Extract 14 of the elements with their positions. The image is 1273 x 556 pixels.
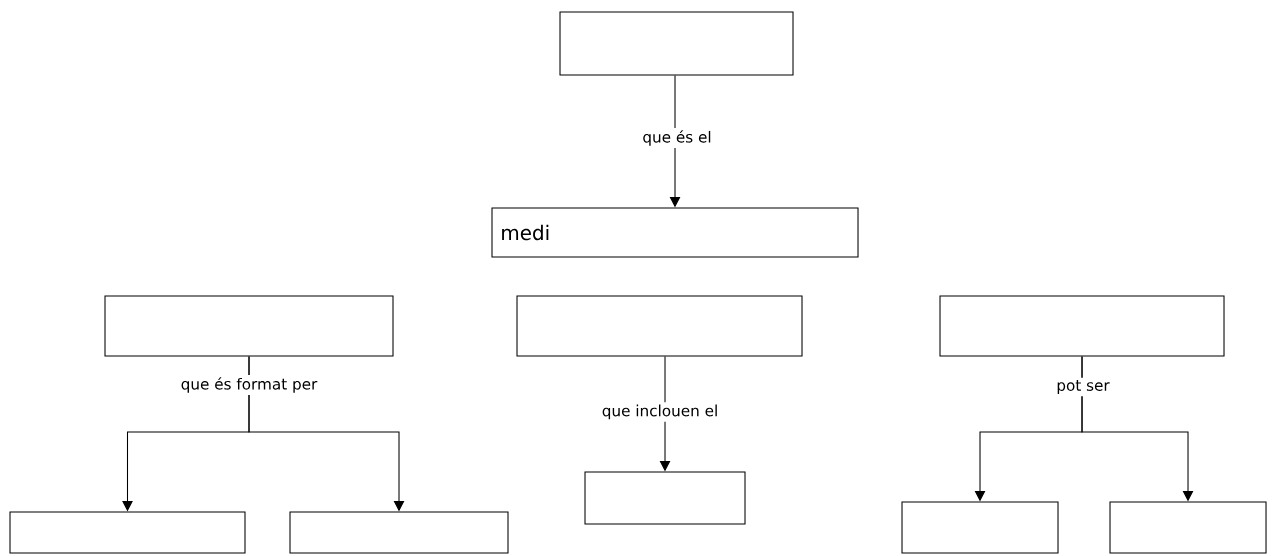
empty-box [104,295,394,357]
empty-box [939,295,1225,357]
edge-label: que inclouen el [599,402,721,422]
edge-label: que és format per [178,375,320,395]
text-box: medi [491,207,859,258]
empty-box [516,295,803,357]
empty-box [1109,501,1267,554]
empty-box [901,501,1059,554]
edge-label: pot ser [1054,377,1113,397]
empty-box [584,471,746,525]
empty-box [289,511,509,554]
edge-label: que és el [640,128,714,148]
empty-box [9,511,246,554]
empty-box [559,11,794,76]
